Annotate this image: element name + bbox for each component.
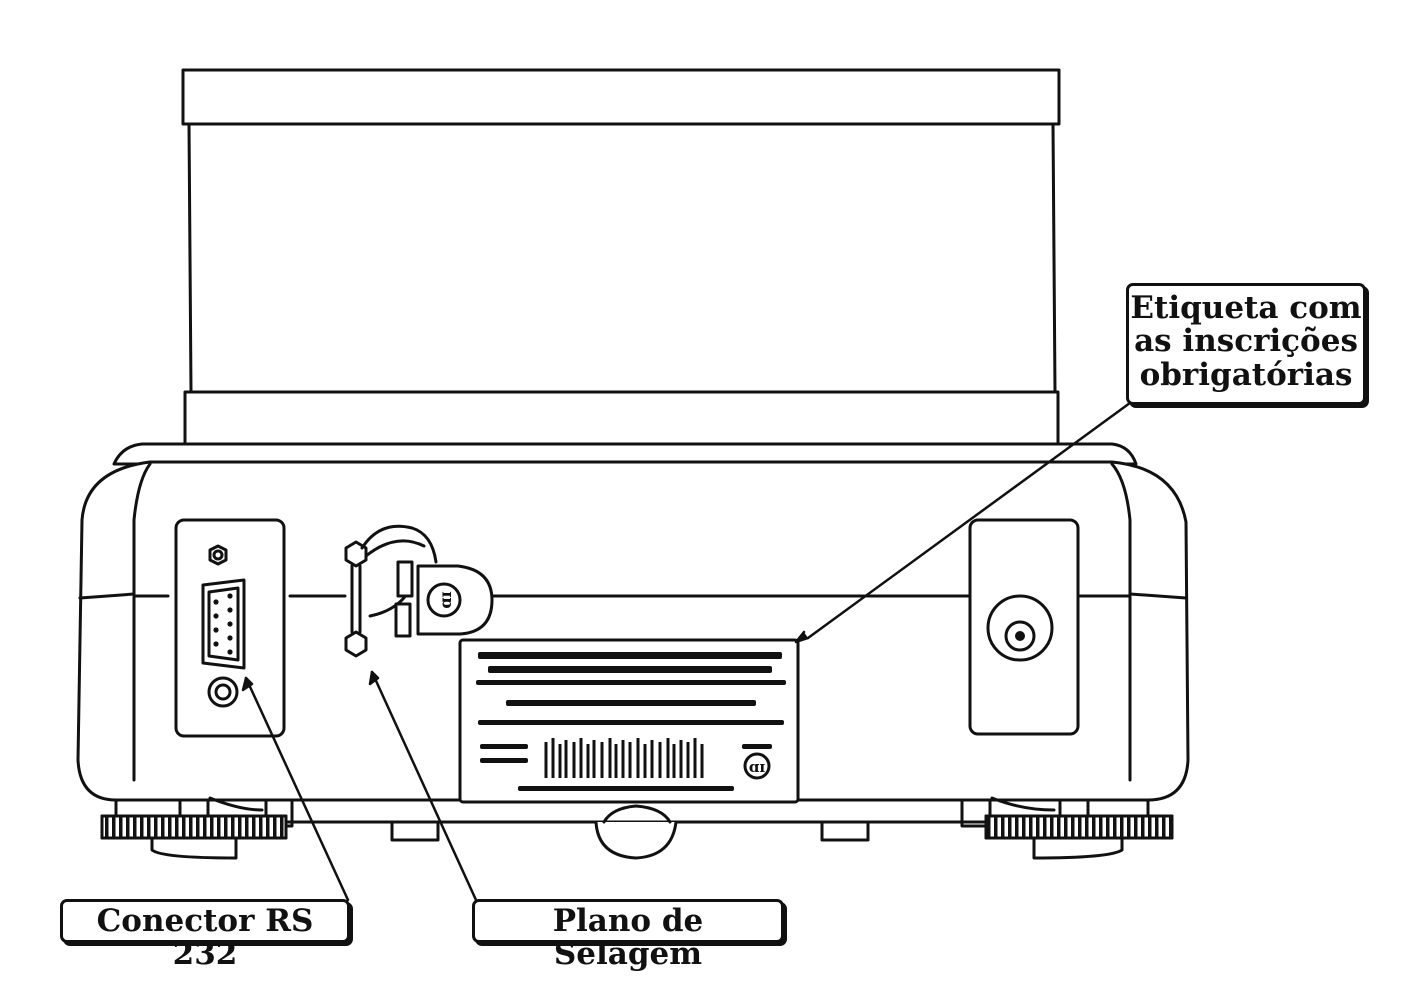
rs232-connector <box>174 518 286 738</box>
power-connector <box>968 518 1080 736</box>
svg-text:ɑɪ: ɑɪ <box>749 758 765 776</box>
callout-etiqueta-line-1: Etiqueta com <box>1130 290 1362 326</box>
svg-text:ɑɪ: ɑɪ <box>436 591 455 608</box>
label-plate: ɑɪ <box>458 638 800 804</box>
center-feet <box>390 804 870 860</box>
callout-etiqueta-line-3: obrigatórias <box>1139 356 1353 393</box>
leveling-foot-left <box>100 796 294 860</box>
callout-plano-de-selagem-label: Plano de Selagem <box>472 899 784 971</box>
base-top-plate <box>112 442 1138 466</box>
callout-etiqueta-label: Etiqueta com as inscrições obrigatórias <box>1126 283 1366 405</box>
barcode-graphic <box>544 738 704 778</box>
callout-conector-rs232-label: Conector RS 232 <box>60 899 350 971</box>
leveling-foot-right <box>960 796 1174 860</box>
leader-lines <box>241 398 1136 902</box>
weighing-pan <box>181 68 1061 446</box>
callout-etiqueta-line-2: as inscrições <box>1134 323 1358 360</box>
sealing-plane: ɑɪ <box>344 524 494 658</box>
